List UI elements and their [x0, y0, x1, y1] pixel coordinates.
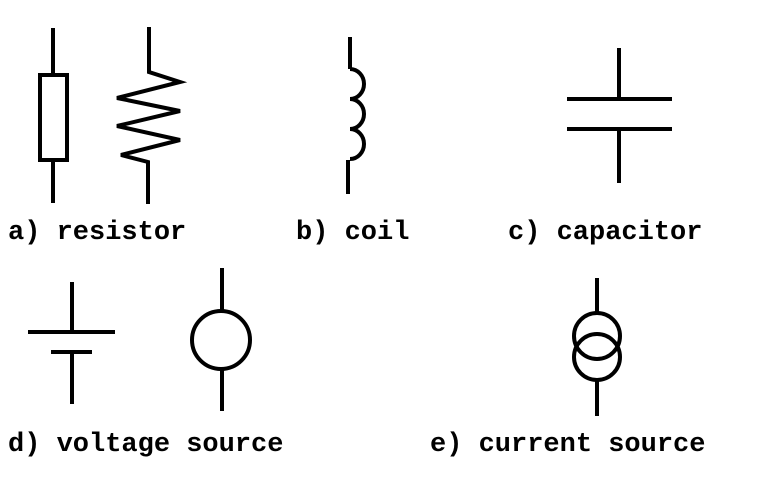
coil-windings — [349, 67, 366, 161]
current-source-circle-upper — [572, 311, 622, 361]
voltage-source-circle — [190, 309, 252, 371]
resistor-zigzag-symbol — [116, 27, 188, 204]
capacitor-symbol — [567, 48, 672, 183]
label-coil: b) coil — [296, 218, 409, 248]
voltage-source-circle-symbol — [190, 268, 252, 411]
label-current-source: e) current source — [430, 430, 705, 460]
resistor-box-symbol — [38, 28, 69, 203]
label-resistor: a) resistor — [8, 218, 186, 248]
label-capacitor: c) capacitor — [508, 218, 702, 248]
resistor-box-body — [38, 73, 69, 162]
label-voltage-source: d) voltage source — [8, 430, 283, 460]
inductor-coil-symbol — [346, 37, 366, 194]
current-source-double-circle-symbol — [572, 278, 622, 416]
resistor-zigzag-path — [116, 27, 188, 204]
battery-symbol — [28, 282, 115, 404]
